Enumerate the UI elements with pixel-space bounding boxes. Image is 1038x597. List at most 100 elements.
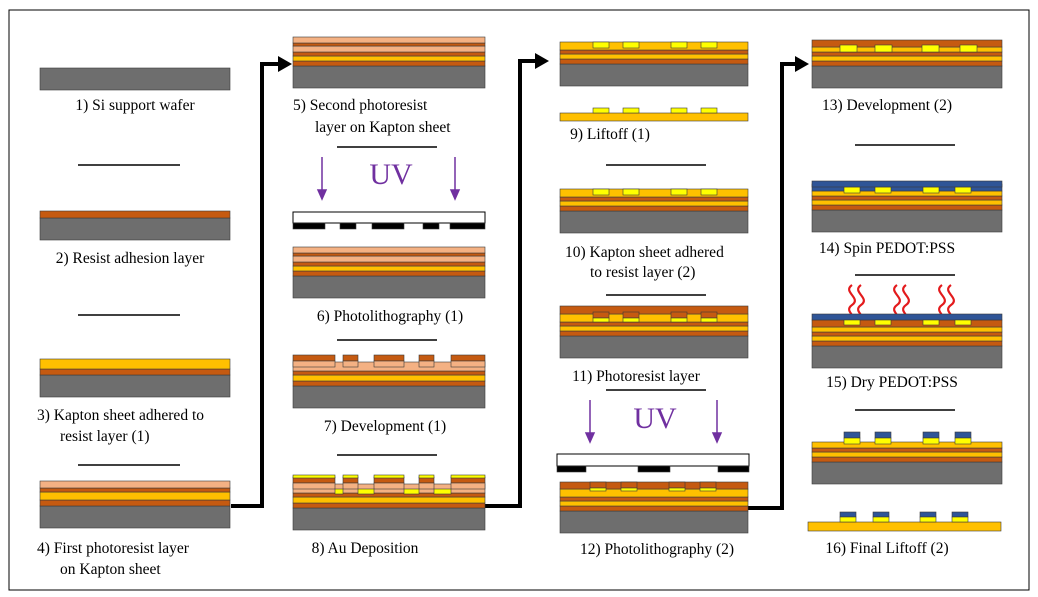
- mask-bar: [292, 222, 326, 230]
- flow-arrowheads: [278, 53, 809, 72]
- photoresist-pad: [418, 360, 435, 368]
- step15-adhesion-layer: [811, 340, 1003, 347]
- gold-pad: [700, 188, 718, 196]
- photoresist-pad: [450, 360, 486, 368]
- gold-on-resist: [418, 474, 435, 479]
- gold-pad: [951, 516, 969, 523]
- gold-pad: [874, 437, 892, 445]
- gold-pad: [699, 487, 717, 492]
- step-4-caption-line2: on Kapton sheet: [60, 561, 161, 578]
- step-9-caption: 9) Liftoff (1): [570, 126, 650, 143]
- step4-resist-layer: [39, 487, 231, 493]
- gold-pad: [959, 44, 978, 53]
- photoresist-pad: [342, 482, 359, 490]
- gold-on-resist: [292, 474, 336, 479]
- step13-kapton-layer: [811, 55, 1003, 62]
- step6-photoresist-layer-2: [292, 246, 486, 254]
- step6-wafer: [292, 275, 486, 299]
- step13-wafer: [811, 65, 1003, 89]
- resist-pad: [292, 354, 336, 362]
- step-4-caption-line1: 4) First photoresist layer: [37, 540, 190, 557]
- gold-pad: [872, 516, 890, 523]
- step13-photoresist-top: [811, 39, 1003, 48]
- step-7-caption: 7) Development (1): [324, 418, 446, 435]
- resist-bump: [700, 311, 718, 319]
- gold-pad: [670, 188, 688, 196]
- gold-pad: [589, 487, 607, 492]
- step10-kapton-layer-2: [559, 188, 749, 198]
- step15-wafer: [811, 345, 1003, 369]
- step-6-caption: 6) Photolithography (1): [317, 308, 463, 325]
- step9-top-wafer: [559, 63, 749, 87]
- step4-photoresist-layer: [39, 480, 231, 489]
- step12-adhesion-layer: [559, 505, 749, 512]
- photomask-2: [556, 453, 750, 467]
- step1-wafer: [39, 67, 231, 91]
- step12-wafer: [559, 510, 749, 534]
- step-16-caption: 16) Final Liftoff (2): [825, 540, 948, 557]
- resist-pad: [373, 354, 405, 362]
- pedot-cap: [922, 431, 940, 439]
- step2-adhesion-layer: [39, 210, 231, 219]
- step-8-caption: 8) Au Deposition: [312, 540, 419, 557]
- gold-pad: [843, 437, 861, 445]
- step6-adhesion-layer: [292, 270, 486, 277]
- gold-pad: [922, 437, 940, 445]
- photoresist-pad: [292, 360, 336, 368]
- step15-pedot: [811, 313, 1003, 321]
- step9-kapton-free: [559, 112, 749, 122]
- step8-adhesion-layer: [292, 502, 486, 509]
- uv-arrows: [316, 157, 723, 444]
- photoresist-pad: [450, 482, 486, 490]
- resist-bump: [699, 481, 717, 489]
- gold-pad: [592, 317, 610, 323]
- step8-wafer: [292, 507, 486, 531]
- step16-top-wafer: [811, 461, 1003, 485]
- step-14-caption: 14) Spin PEDOT:PSS: [819, 240, 955, 257]
- photomask-1: [292, 211, 486, 224]
- pedot-cap: [919, 511, 937, 518]
- gold-pad: [670, 317, 688, 323]
- step14-resist-layer: [811, 195, 1003, 201]
- mask-bar: [339, 222, 357, 230]
- pedot-cap: [843, 431, 861, 439]
- mask-bar: [637, 465, 671, 473]
- step15-kapton-layer-2: [811, 326, 1003, 333]
- step13-resist-layer: [811, 51, 1003, 57]
- gold-pad: [620, 487, 638, 492]
- step10-kapton-layer: [559, 200, 749, 207]
- gold-pad: [839, 44, 858, 53]
- step5-photoresist-layer-2: [292, 36, 486, 44]
- gold-pad: [622, 317, 640, 323]
- step11-kapton-layer: [559, 325, 749, 332]
- step10-resist-layer: [559, 196, 749, 202]
- step14-kapton-layer-2: [811, 190, 1003, 197]
- step12-photoresist-top: [559, 481, 749, 490]
- step8-resist-layer: [292, 492, 486, 498]
- step7-resist-layer: [292, 370, 486, 376]
- step9-top-kapton-layer-2: [559, 41, 749, 51]
- gold-on-resist: [373, 474, 405, 479]
- step7-adhesion-layer: [292, 380, 486, 387]
- step6-kapton-layer: [292, 265, 486, 272]
- step5-kapton-layer: [292, 55, 486, 62]
- step7-kapton-layer: [292, 374, 486, 382]
- gold-pad: [592, 41, 610, 49]
- step5-adhesion-layer: [292, 60, 486, 67]
- gold-pad: [922, 319, 940, 326]
- step15-photoresist-top: [811, 319, 1003, 328]
- step4-adhesion-layer: [39, 499, 231, 507]
- gold-pad: [622, 107, 640, 114]
- gold-pad: [954, 319, 972, 326]
- gold-pad: [700, 41, 718, 49]
- step7-wafer: [292, 385, 486, 409]
- step16-kapton-free: [807, 521, 1002, 532]
- gold-pad: [843, 319, 861, 326]
- gold-pad: [700, 107, 718, 114]
- step5-resist-layer: [292, 51, 486, 57]
- step4-wafer: [39, 505, 231, 529]
- step6-resist-layer: [292, 261, 486, 267]
- step9-top-adhesion-layer: [559, 58, 749, 65]
- gold-deposit: [334, 488, 344, 495]
- resist-bump: [589, 481, 607, 489]
